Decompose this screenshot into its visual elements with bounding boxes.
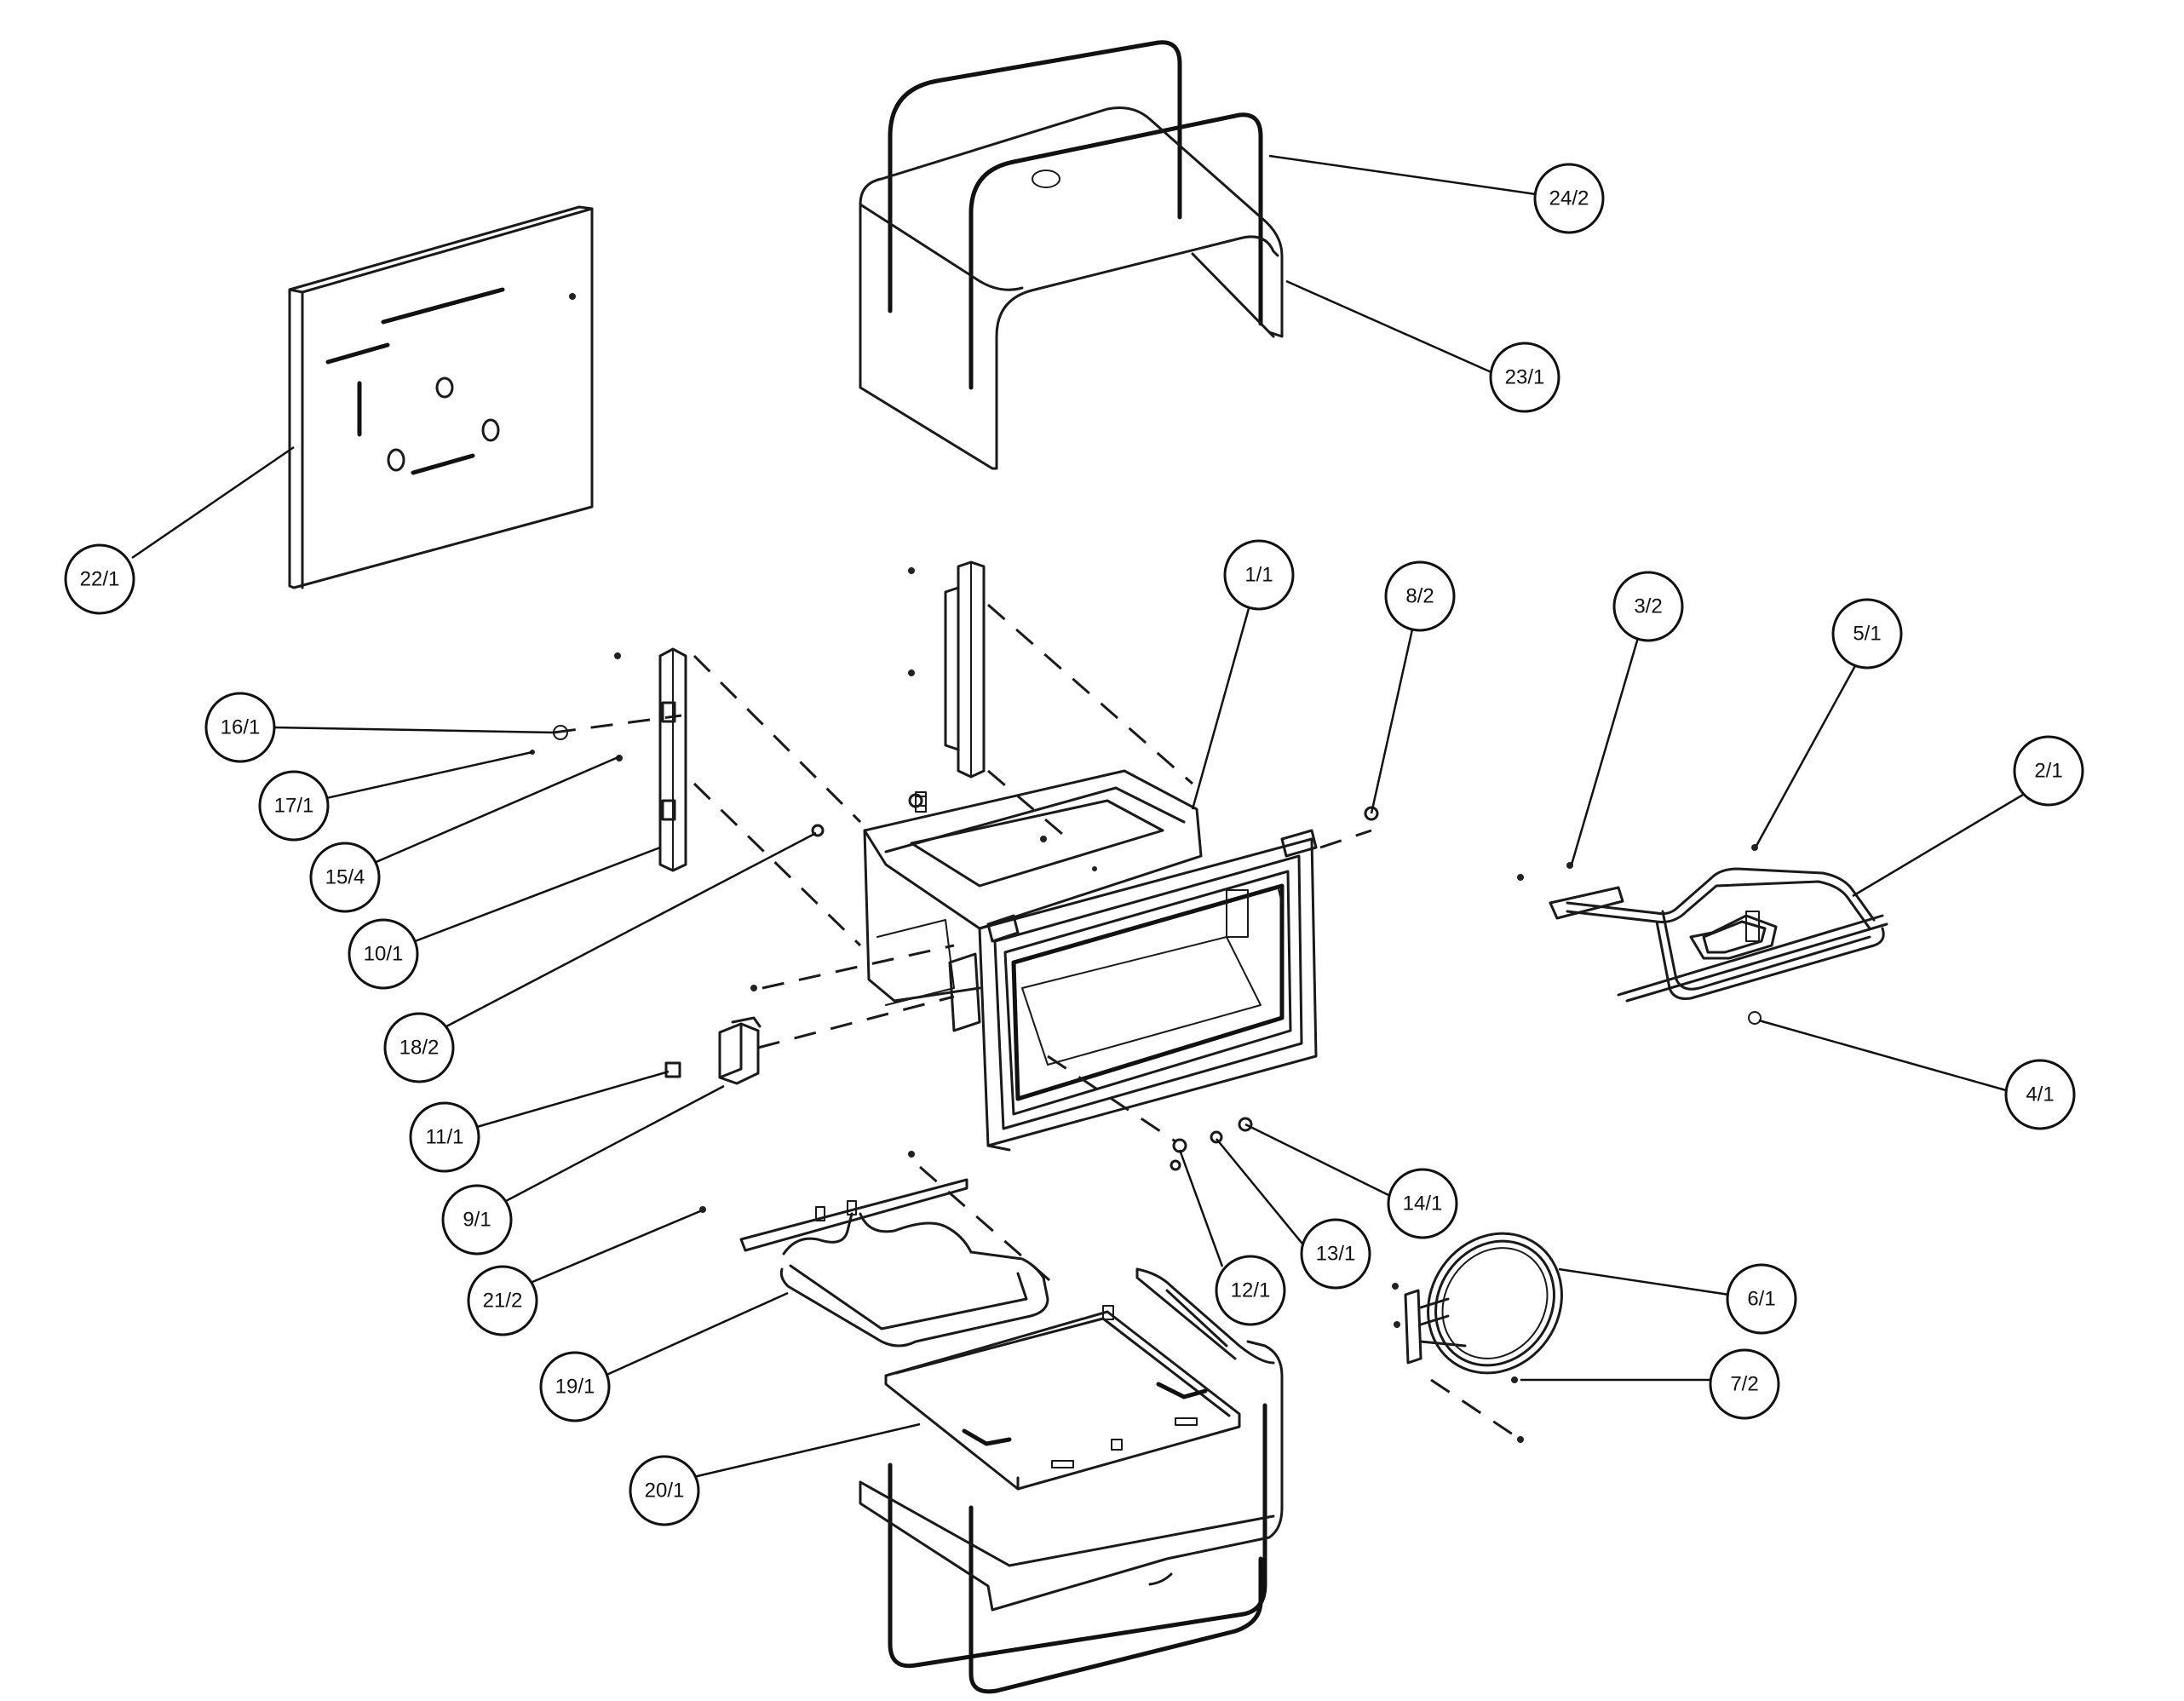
svg-text:1/1: 1/1 xyxy=(1244,564,1273,587)
top-insulation-wrap xyxy=(859,40,1284,470)
callout-23-1: 23/1 xyxy=(1489,342,1560,413)
callout-14-1: 14/1 xyxy=(1387,1168,1458,1239)
svg-text:13/1: 13/1 xyxy=(1316,1243,1356,1266)
callout-15-4: 15/4 xyxy=(309,842,381,913)
side-rail-right xyxy=(908,560,986,813)
callout-2-1: 2/1 xyxy=(2013,735,2084,807)
callout-4-1: 4/1 xyxy=(2004,1059,2076,1130)
callout-10-1: 10/1 xyxy=(348,918,419,990)
lower-heating-element xyxy=(739,1178,1049,1348)
svg-text:24/2: 24/2 xyxy=(1549,187,1589,210)
callout-8-2: 8/2 xyxy=(1384,560,1456,632)
callout-1-1: 1/1 xyxy=(1223,539,1295,611)
svg-text:18/2: 18/2 xyxy=(399,1037,440,1060)
svg-text:22/1: 22/1 xyxy=(80,568,120,591)
svg-text:11/1: 11/1 xyxy=(426,1126,464,1149)
svg-text:17/1: 17/1 xyxy=(274,795,314,818)
callout-18-2: 18/2 xyxy=(383,1012,455,1083)
callout-5-1: 5/1 xyxy=(1831,598,1903,669)
callout-17-1: 17/1 xyxy=(258,770,330,842)
callout-19-1: 19/1 xyxy=(539,1351,611,1422)
callout-12-1: 12/1 xyxy=(1215,1255,1286,1326)
assembly-axis-lines xyxy=(553,603,1521,1441)
svg-text:12/1: 12/1 xyxy=(1231,1279,1271,1302)
svg-text:6/1: 6/1 xyxy=(1747,1288,1775,1311)
callout-bubbles: 24/2 23/1 22/1 1/1 8/2 3/2 5/1 2/1 16/1 … xyxy=(64,163,2084,1526)
lamp-housing xyxy=(664,985,762,1085)
svg-text:16/1: 16/1 xyxy=(221,716,261,739)
svg-text:21/2: 21/2 xyxy=(483,1290,523,1313)
back-panel xyxy=(288,205,594,589)
leader-lines xyxy=(131,154,2028,1480)
svg-text:23/1: 23/1 xyxy=(1505,366,1545,389)
callout-3-2: 3/2 xyxy=(1612,571,1684,642)
svg-text:7/2: 7/2 xyxy=(1730,1373,1758,1396)
bottom-insulation-wrap xyxy=(859,1267,1284,1694)
callout-16-1: 16/1 xyxy=(204,692,276,763)
callout-21-2: 21/2 xyxy=(467,1265,538,1336)
svg-text:10/1: 10/1 xyxy=(364,943,404,966)
svg-text:2/1: 2/1 xyxy=(2034,760,2062,783)
grill-heating-element xyxy=(1517,844,1888,1025)
circular-fan-element xyxy=(1392,1232,1563,1443)
callout-11-1: 11/1 xyxy=(409,1101,480,1173)
svg-text:20/1: 20/1 xyxy=(645,1480,685,1503)
callout-7-2: 7/2 xyxy=(1709,1348,1780,1420)
svg-text:9/1: 9/1 xyxy=(463,1209,491,1232)
svg-text:8/2: 8/2 xyxy=(1405,585,1434,608)
svg-text:14/1: 14/1 xyxy=(1403,1192,1443,1215)
callout-24-2: 24/2 xyxy=(1533,163,1605,234)
callout-6-1: 6/1 xyxy=(1726,1263,1797,1335)
svg-text:15/4: 15/4 xyxy=(325,866,365,889)
side-rail-left xyxy=(530,647,687,872)
svg-text:19/1: 19/1 xyxy=(555,1376,595,1399)
callout-9-1: 9/1 xyxy=(441,1184,513,1256)
bottom-tray xyxy=(884,1305,1241,1491)
callout-13-1: 13/1 xyxy=(1300,1218,1371,1290)
svg-text:5/1: 5/1 xyxy=(1853,623,1881,646)
oven-cavity xyxy=(863,769,1318,1152)
callout-20-1: 20/1 xyxy=(629,1455,700,1526)
svg-text:4/1: 4/1 xyxy=(2026,1083,2054,1106)
svg-text:3/2: 3/2 xyxy=(1634,595,1662,618)
callout-22-1: 22/1 xyxy=(64,543,135,615)
fasteners xyxy=(699,793,1379,1213)
